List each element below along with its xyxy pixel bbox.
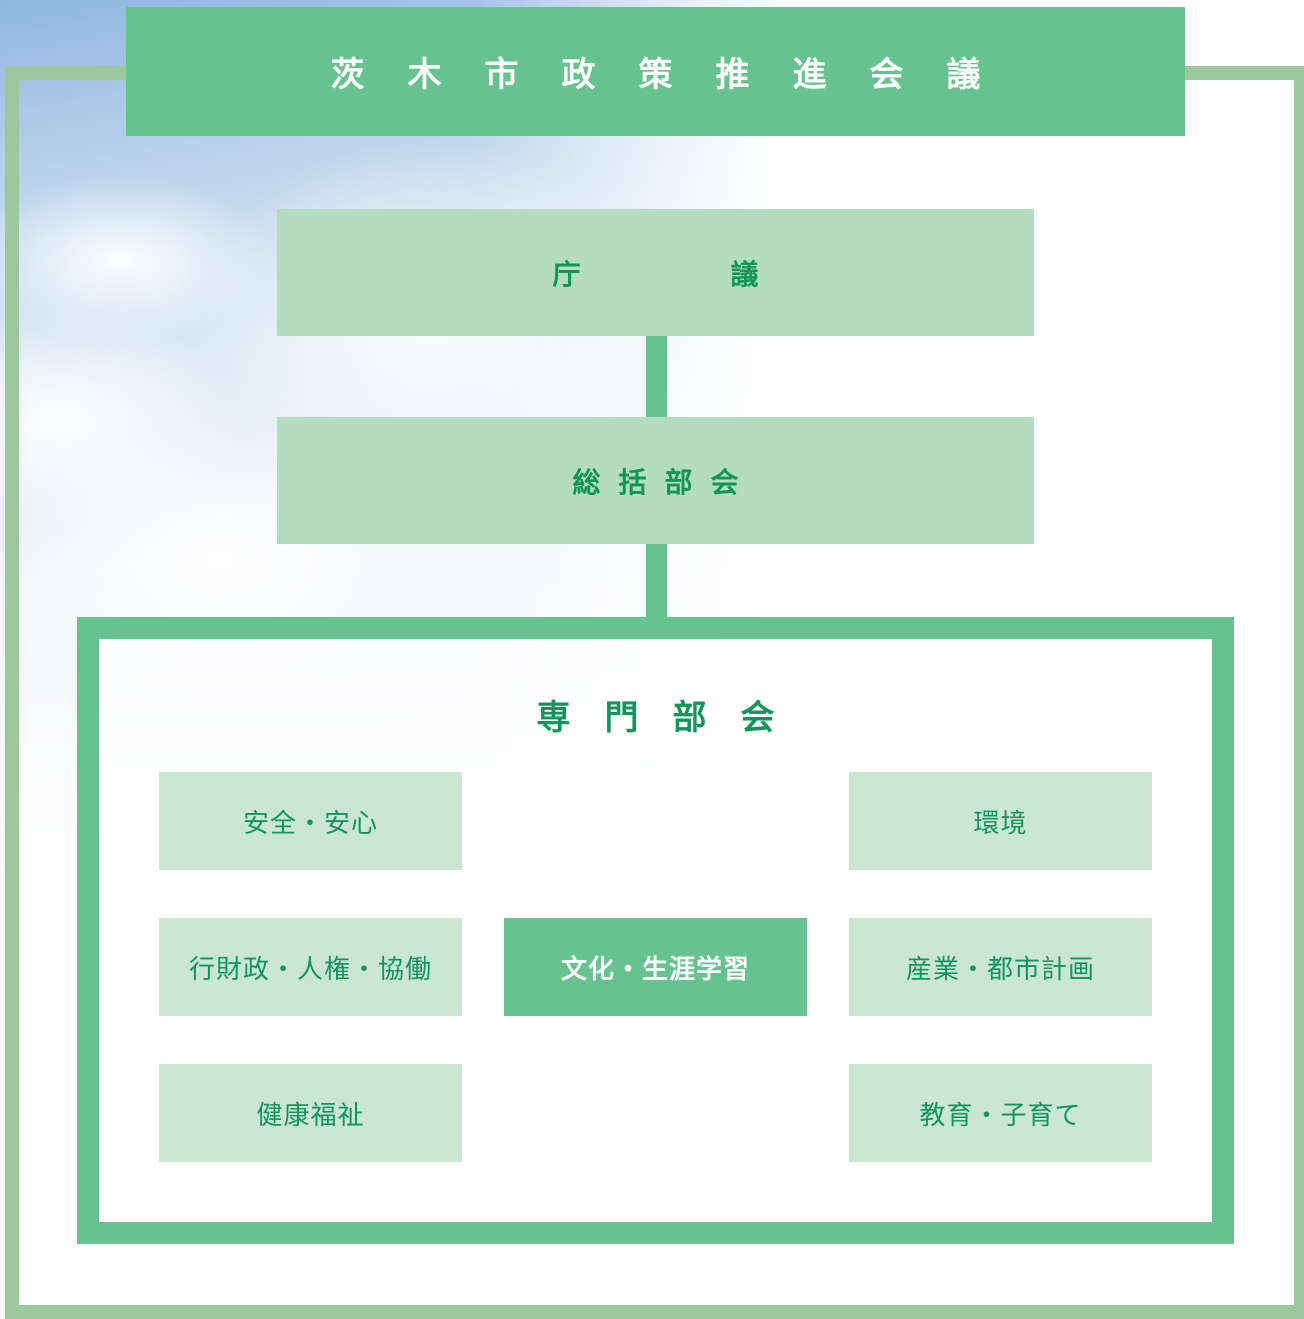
category-label: 安全・安心 [242,808,378,839]
soukatsu-label: 総括部会 [572,465,757,499]
soukatsu-box: 総括部会 [277,417,1034,544]
chogi-box: 庁 議 [277,209,1034,336]
category-label: 産業・都市計画 [905,954,1095,985]
chogi-char-1: 庁 [552,257,581,291]
connector-soukatsu-senmon [646,544,667,618]
category-anzen: 安全・安心 [159,772,462,870]
senmon-title-text: 専門部会 [536,698,809,738]
category-label: 環境 [973,808,1028,839]
council-title: 茨木市政策推進会議 [330,55,1024,95]
category-kyoiku: 教育・子育て [849,1064,1152,1162]
category-label: 健康福祉 [256,1100,365,1131]
category-gyozaisei: 行財政・人権・協働 [159,918,462,1016]
category-kankyo: 環境 [849,772,1152,870]
category-label: 行財政・人権・協働 [188,954,432,985]
category-label: 教育・子育て [919,1100,1082,1131]
category-label: 文化・生涯学習 [560,954,750,985]
category-kenko: 健康福祉 [159,1064,462,1162]
chogi-char-2: 議 [730,257,759,291]
connector-chogi-soukatsu [646,336,667,417]
category-bunka-active: 文化・生涯学習 [504,918,807,1016]
council-banner: 茨木市政策推進会議 [126,7,1185,136]
category-sangyo: 産業・都市計画 [849,918,1152,1016]
senmon-title: 専門部会 [77,690,1234,739]
